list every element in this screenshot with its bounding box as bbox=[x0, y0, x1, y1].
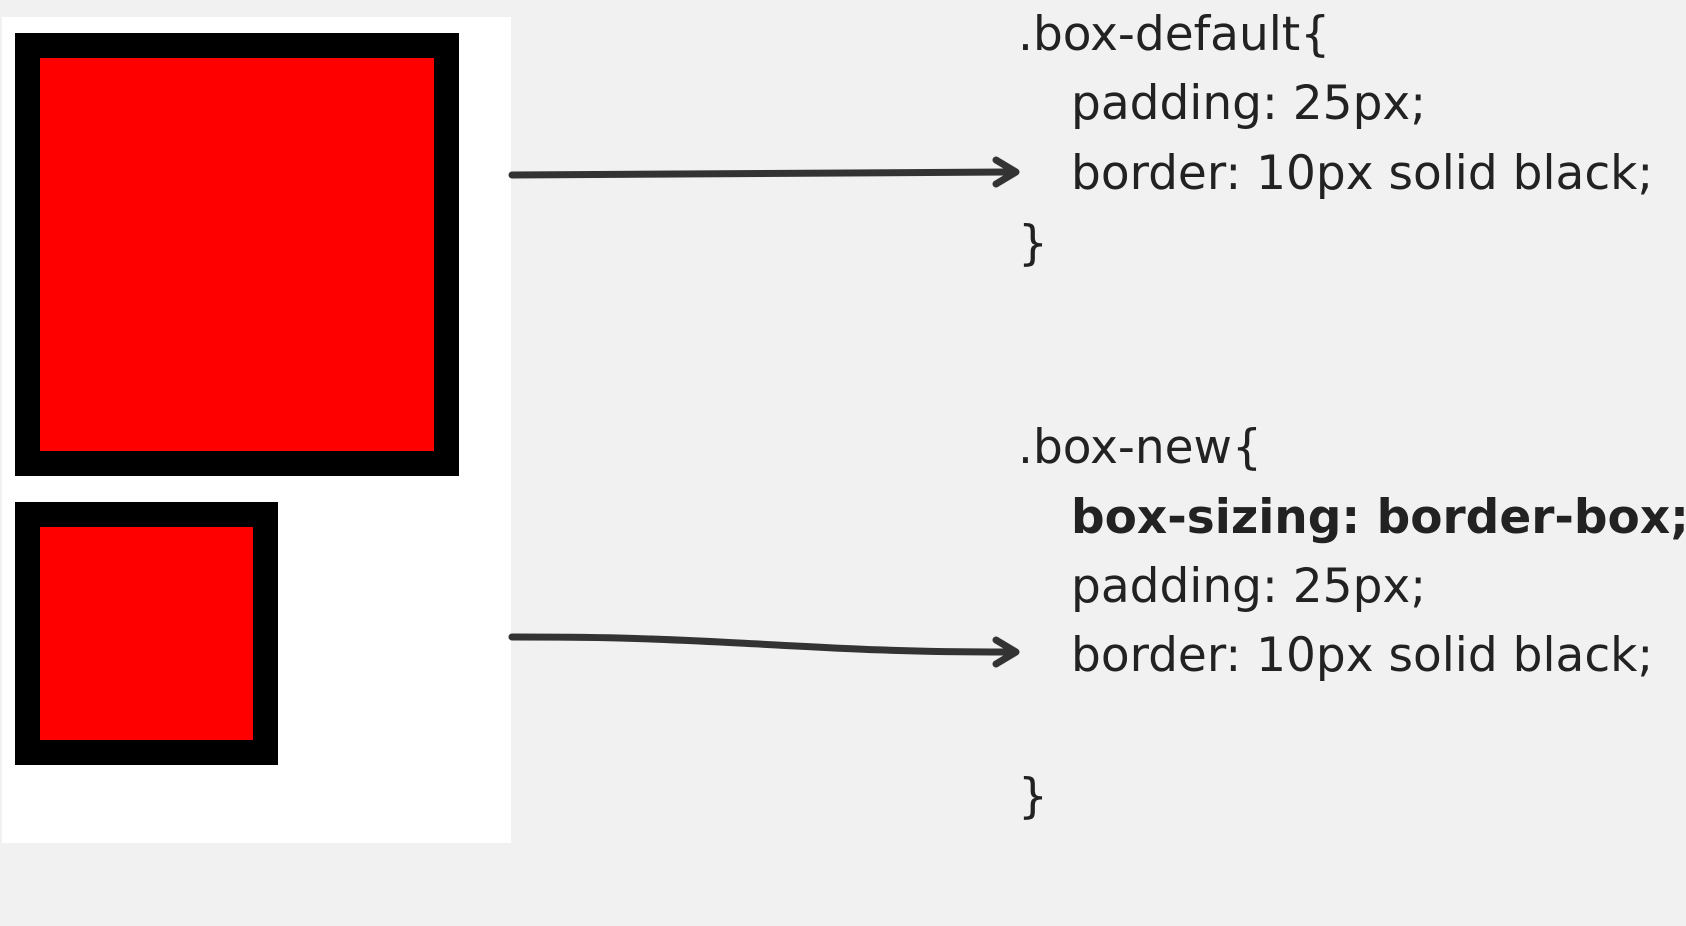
code-default-close: } bbox=[1018, 216, 1048, 271]
arrow-new bbox=[508, 633, 1020, 668]
code-new-close: } bbox=[1018, 769, 1048, 824]
code-new-padding: padding: 25px; bbox=[1071, 559, 1427, 614]
box-new-preview bbox=[15, 502, 278, 765]
code-default-border: border: 10px solid black; bbox=[1071, 146, 1654, 201]
code-default-padding: padding: 25px; bbox=[1071, 76, 1427, 131]
arrow-default bbox=[508, 156, 1020, 188]
code-new-box-sizing: box-sizing: border-box; bbox=[1071, 490, 1686, 545]
code-new-border: border: 10px solid black; bbox=[1071, 628, 1654, 683]
code-new-selector: .box-new{ bbox=[1018, 420, 1262, 475]
box-default-preview bbox=[15, 33, 459, 476]
code-default-selector: .box-default{ bbox=[1018, 7, 1331, 62]
